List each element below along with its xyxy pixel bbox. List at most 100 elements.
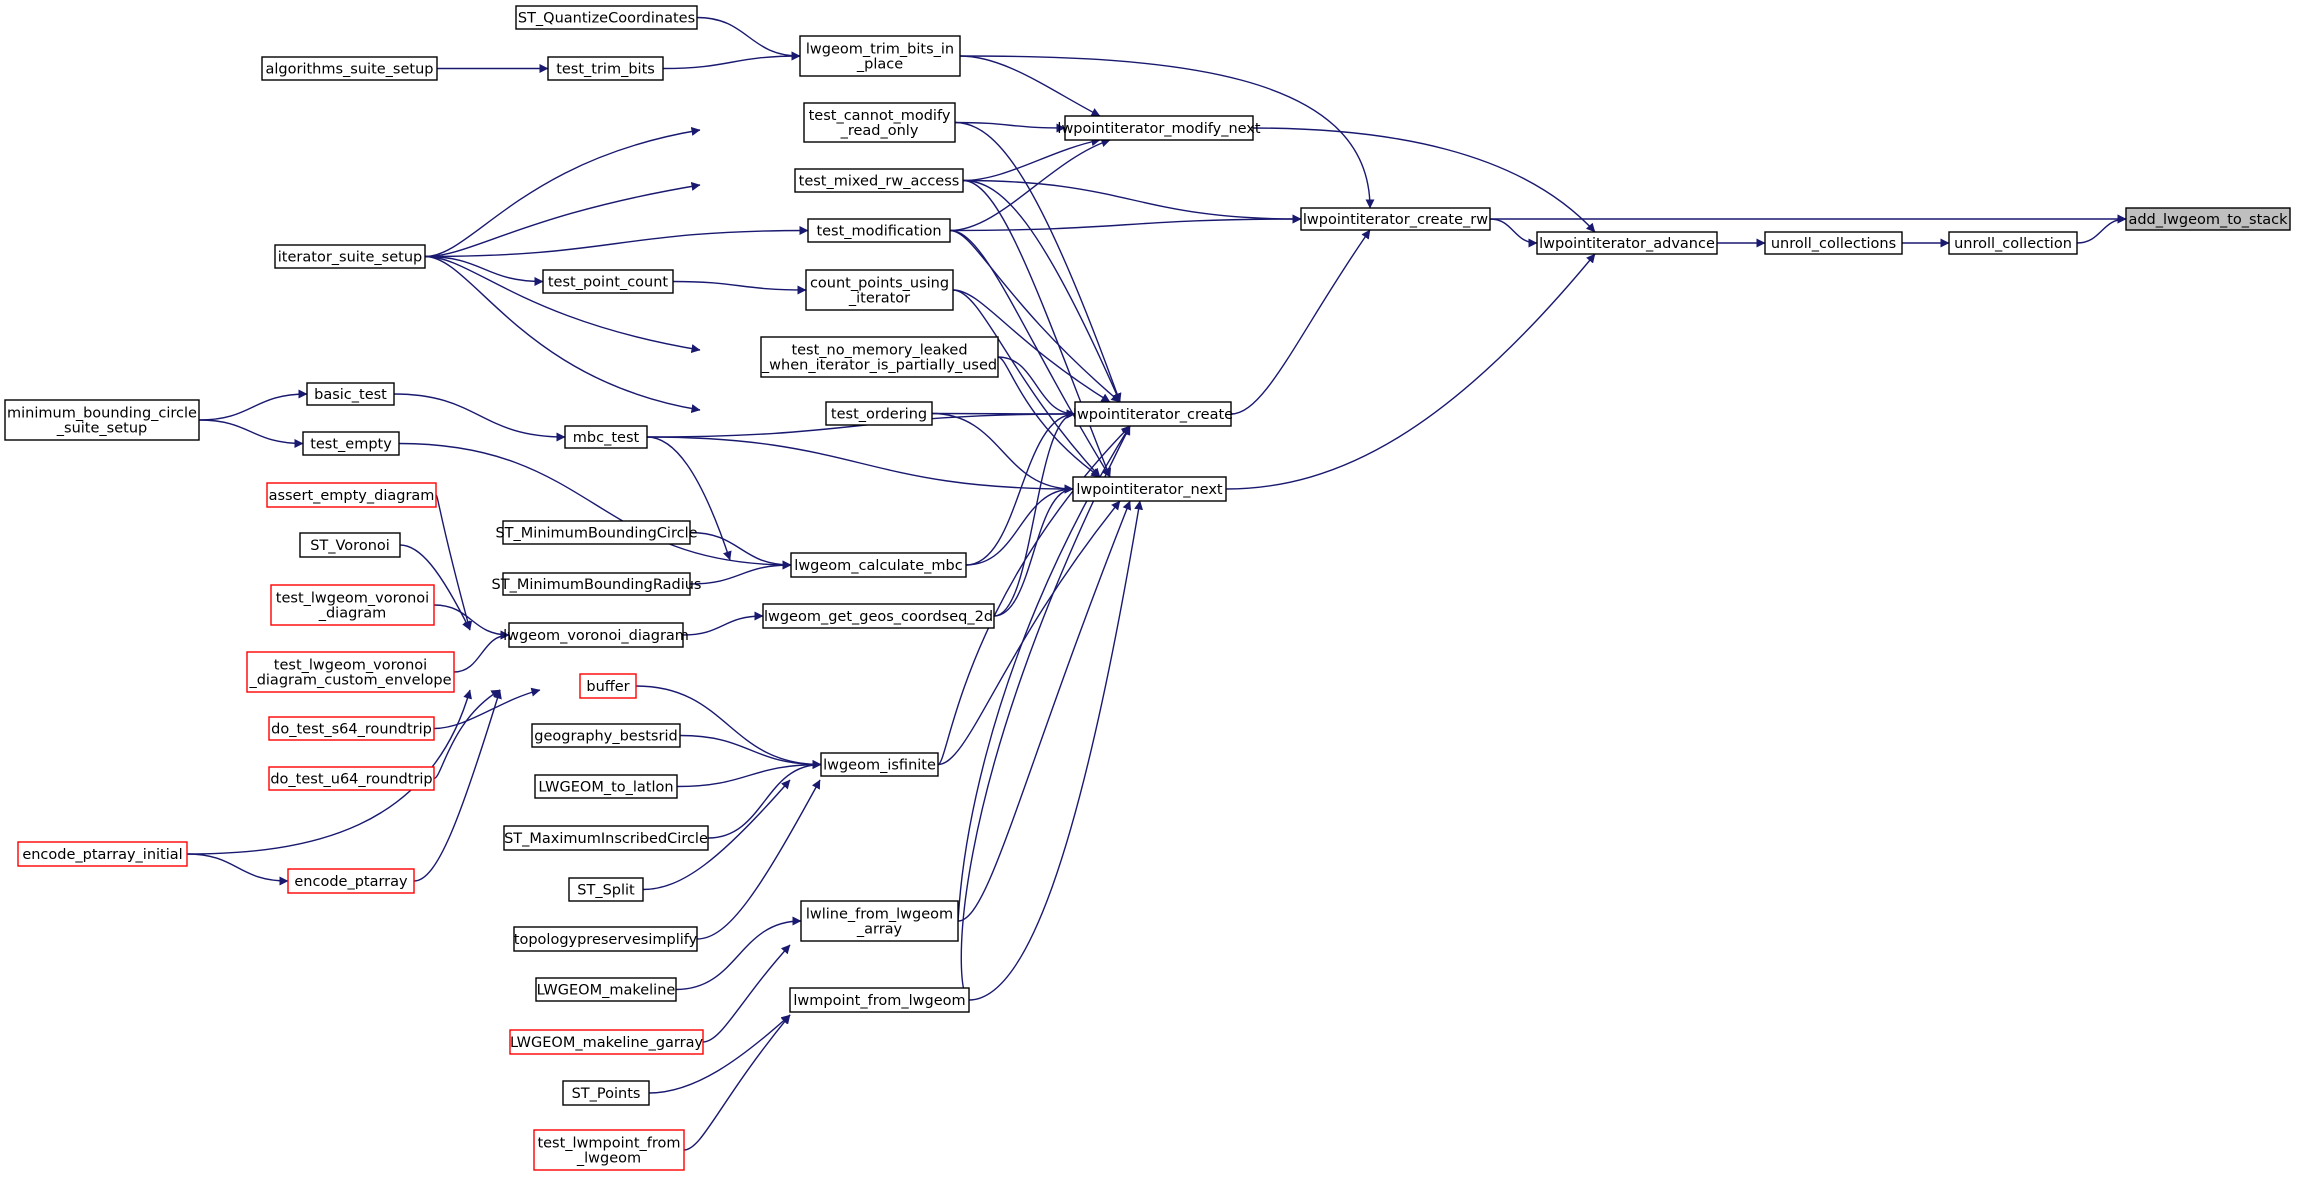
edge-test_mixed_rw_access-to-lwpointiterator_create bbox=[962, 179, 1121, 403]
edge-lwpointiterator_next-to-lwpointiterator_advance bbox=[1225, 253, 1596, 490]
node-box bbox=[1074, 401, 1232, 427]
node-test_no_memory_leaked[interactable]: test_no_memory_leaked_when_iterator_is_p… bbox=[760, 336, 999, 378]
edge-test_mixed_rw_access-to-lwpointiterator_modify_next bbox=[962, 137, 1101, 182]
edge-mbc_test-to-lwpointiterator_next bbox=[646, 436, 1074, 494]
edge-ST_Split-to-lwgeom_isfinite bbox=[642, 779, 791, 891]
node-topologypreservesimplify[interactable]: topologypreservesimplify bbox=[513, 926, 698, 952]
node-label: test_empty bbox=[310, 437, 392, 453]
node-minimum_bounding_circle_suite_setup[interactable]: minimum_bounding_circle_suite_setup bbox=[4, 399, 200, 441]
node-test_point_count[interactable]: test_point_count bbox=[542, 269, 674, 294]
edge-lwgeom_trim_bits_in_place-to-lwpointiterator_modify_next bbox=[959, 55, 1101, 117]
node-encode_ptarray_initial[interactable]: encode_ptarray_initial bbox=[17, 841, 188, 867]
node-LWGEOM_to_latlon[interactable]: LWGEOM_to_latlon bbox=[534, 774, 678, 799]
node-basic_test[interactable]: basic_test bbox=[306, 382, 395, 406]
edge-test_modification-to-lwpointiterator_create_rw bbox=[949, 214, 1302, 232]
node-test_lwmpoint_from_lwgeom[interactable]: test_lwmpoint_from_lwgeom bbox=[533, 1129, 685, 1171]
node-lwgeom_get_geos_coordseq_2d[interactable]: lwgeom_get_geos_coordseq_2d bbox=[762, 603, 995, 629]
edge-LWGEOM_makeline-to-lwline_from_lwgeom_array bbox=[675, 916, 802, 991]
node-test_trim_bits[interactable]: test_trim_bits bbox=[547, 56, 664, 81]
node-iterator_suite_setup[interactable]: iterator_suite_setup bbox=[274, 244, 426, 269]
node-test_cannot_modify_read_only[interactable]: test_cannot_modify_read_only bbox=[803, 102, 956, 143]
edge-test_cannot_modify_read_only-to-lwpointiterator_create bbox=[954, 121, 1122, 403]
node-ST_Voronoi[interactable]: ST_Voronoi bbox=[299, 532, 401, 558]
node-lwpointiterator_next[interactable]: lwpointiterator_next bbox=[1072, 476, 1227, 502]
node-box bbox=[579, 673, 637, 699]
edge-test_empty-to-lwgeom_calculate_mbc bbox=[398, 442, 792, 570]
edge-layer bbox=[186, 16, 2127, 1151]
node-box bbox=[800, 900, 959, 942]
edge-test_mixed_rw_access-to-lwpointiterator_create_rw bbox=[962, 179, 1302, 224]
node-test_lwgeom_voronoi_diagram[interactable]: test_lwgeom_voronoi_diagram bbox=[270, 584, 435, 626]
node-do_test_u64_roundtrip[interactable]: do_test_u64_roundtrip bbox=[268, 766, 435, 791]
node-mbc_test[interactable]: mbc_test bbox=[564, 425, 648, 449]
edge-topologypreservesimplify-to-lwgeom_isfinite bbox=[696, 779, 821, 940]
edge-ST_MinimumBoundingCircle-to-lwgeom_calculate_mbc bbox=[689, 531, 792, 570]
node-test_ordering[interactable]: test_ordering bbox=[825, 401, 933, 426]
node-box bbox=[513, 926, 698, 952]
node-LWGEOM_makeline[interactable]: LWGEOM_makeline bbox=[535, 977, 677, 1002]
node-ST_MaximumInscribedCircle[interactable]: ST_MaximumInscribedCircle bbox=[503, 825, 709, 851]
node-box bbox=[509, 1029, 704, 1055]
node-lwgeom_calculate_mbc[interactable]: lwgeom_calculate_mbc bbox=[790, 552, 967, 578]
node-LWGEOM_makeline_garray[interactable]: LWGEOM_makeline_garray bbox=[509, 1029, 704, 1055]
edge-test_point_count-to-count_points_using_iterator bbox=[672, 280, 807, 295]
node-lwline_from_lwgeom_array[interactable]: lwline_from_lwgeom_array bbox=[800, 900, 959, 942]
node-test_lwgeom_voronoi_diagram_custom_envelope[interactable]: test_lwgeom_voronoi_diagram_custom_envel… bbox=[246, 651, 455, 693]
edge-iterator_suite_setup-to-test_modification bbox=[424, 226, 809, 258]
node-box bbox=[503, 825, 709, 851]
node-lwgeom_trim_bits_in_place[interactable]: lwgeom_trim_bits_in_place bbox=[799, 35, 961, 77]
edge-lwpointiterator_create_rw-to-lwpointiterator_advance bbox=[1489, 218, 1538, 248]
node-lwmpoint_from_lwgeom[interactable]: lwmpoint_from_lwgeom bbox=[789, 987, 970, 1013]
node-test_modification[interactable]: test_modification bbox=[807, 218, 951, 243]
node-label: lwgeom_trim_bits_in bbox=[806, 42, 954, 58]
node-lwgeom_isfinite[interactable]: lwgeom_isfinite bbox=[820, 752, 939, 777]
node-label: minimum_bounding_circle bbox=[7, 406, 197, 422]
node-unroll_collection[interactable]: unroll_collection bbox=[1948, 231, 2078, 255]
node-lwpointiterator_create[interactable]: lwpointiterator_create bbox=[1073, 401, 1233, 427]
node-ST_Split[interactable]: ST_Split bbox=[568, 877, 644, 902]
node-box bbox=[762, 603, 995, 629]
node-ST_MinimumBoundingCircle[interactable]: ST_MinimumBoundingCircle bbox=[495, 520, 698, 545]
node-label: geography_bestsrid bbox=[534, 729, 677, 745]
node-box bbox=[1064, 115, 1254, 141]
node-test_empty[interactable]: test_empty bbox=[302, 431, 400, 456]
edge-iterator_suite_setup-to-test_ordering bbox=[424, 255, 701, 414]
node-box bbox=[568, 877, 644, 902]
node-label: lwpointiterator_advance bbox=[1539, 236, 1715, 252]
edge-test_no_memory_leaked-to-lwpointiterator_create bbox=[997, 356, 1076, 419]
node-lwpointiterator_advance[interactable]: lwpointiterator_advance bbox=[1536, 231, 1718, 255]
node-geography_bestsrid[interactable]: geography_bestsrid bbox=[531, 723, 681, 748]
node-label: _suite_setup bbox=[56, 421, 147, 437]
node-label: lwmpoint_from_lwgeom bbox=[793, 993, 965, 1009]
node-box bbox=[820, 752, 939, 777]
node-do_test_s64_roundtrip[interactable]: do_test_s64_roundtrip bbox=[268, 716, 435, 741]
node-lwgeom_voronoi_diagram[interactable]: lwgeom_voronoi_diagram bbox=[503, 622, 689, 648]
node-label: assert_empty_diagram bbox=[269, 488, 435, 504]
node-label: count_points_using bbox=[810, 276, 949, 292]
node-box bbox=[261, 56, 438, 81]
node-count_points_using_iterator[interactable]: count_points_using_iterator bbox=[805, 269, 954, 311]
edge-lwpointiterator_create-to-lwpointiterator_create_rw bbox=[1230, 229, 1371, 415]
node-lwpointiterator_modify_next[interactable]: lwpointiterator_modify_next bbox=[1057, 115, 1261, 141]
node-label: test_lwmpoint_from bbox=[537, 1136, 680, 1152]
node-test_mixed_rw_access[interactable]: test_mixed_rw_access bbox=[794, 168, 964, 193]
node-lwpointiterator_create_rw[interactable]: lwpointiterator_create_rw bbox=[1300, 207, 1491, 231]
edge-test_mixed_rw_access-to-lwpointiterator_next bbox=[962, 179, 1112, 478]
node-buffer[interactable]: buffer bbox=[579, 673, 637, 699]
node-ST_QuantizeCoordinates[interactable]: ST_QuantizeCoordinates bbox=[515, 5, 698, 30]
node-label: LWGEOM_makeline_garray bbox=[510, 1035, 704, 1051]
node-label: encode_ptarray_initial bbox=[22, 847, 182, 863]
node-algorithms_suite_setup[interactable]: algorithms_suite_setup bbox=[261, 56, 438, 81]
node-assert_empty_diagram[interactable]: assert_empty_diagram bbox=[266, 482, 437, 508]
node-ST_Points[interactable]: ST_Points bbox=[562, 1080, 650, 1106]
node-unroll_collections[interactable]: unroll_collections bbox=[1764, 231, 1903, 255]
node-ST_MinimumBoundingRadius[interactable]: ST_MinimumBoundingRadius bbox=[492, 572, 702, 596]
node-label: _read_only bbox=[840, 123, 919, 139]
node-label: test_modification bbox=[816, 224, 941, 240]
node-box bbox=[268, 716, 435, 741]
node-add_lwgeom_to_stack[interactable]: add_lwgeom_to_stack bbox=[2125, 207, 2291, 231]
node-label: _place bbox=[856, 57, 903, 73]
node-encode_ptarray[interactable]: encode_ptarray bbox=[287, 868, 415, 894]
edge-test_cannot_modify_read_only-to-lwpointiterator_modify_next bbox=[954, 121, 1066, 133]
node-box bbox=[1948, 231, 2078, 255]
